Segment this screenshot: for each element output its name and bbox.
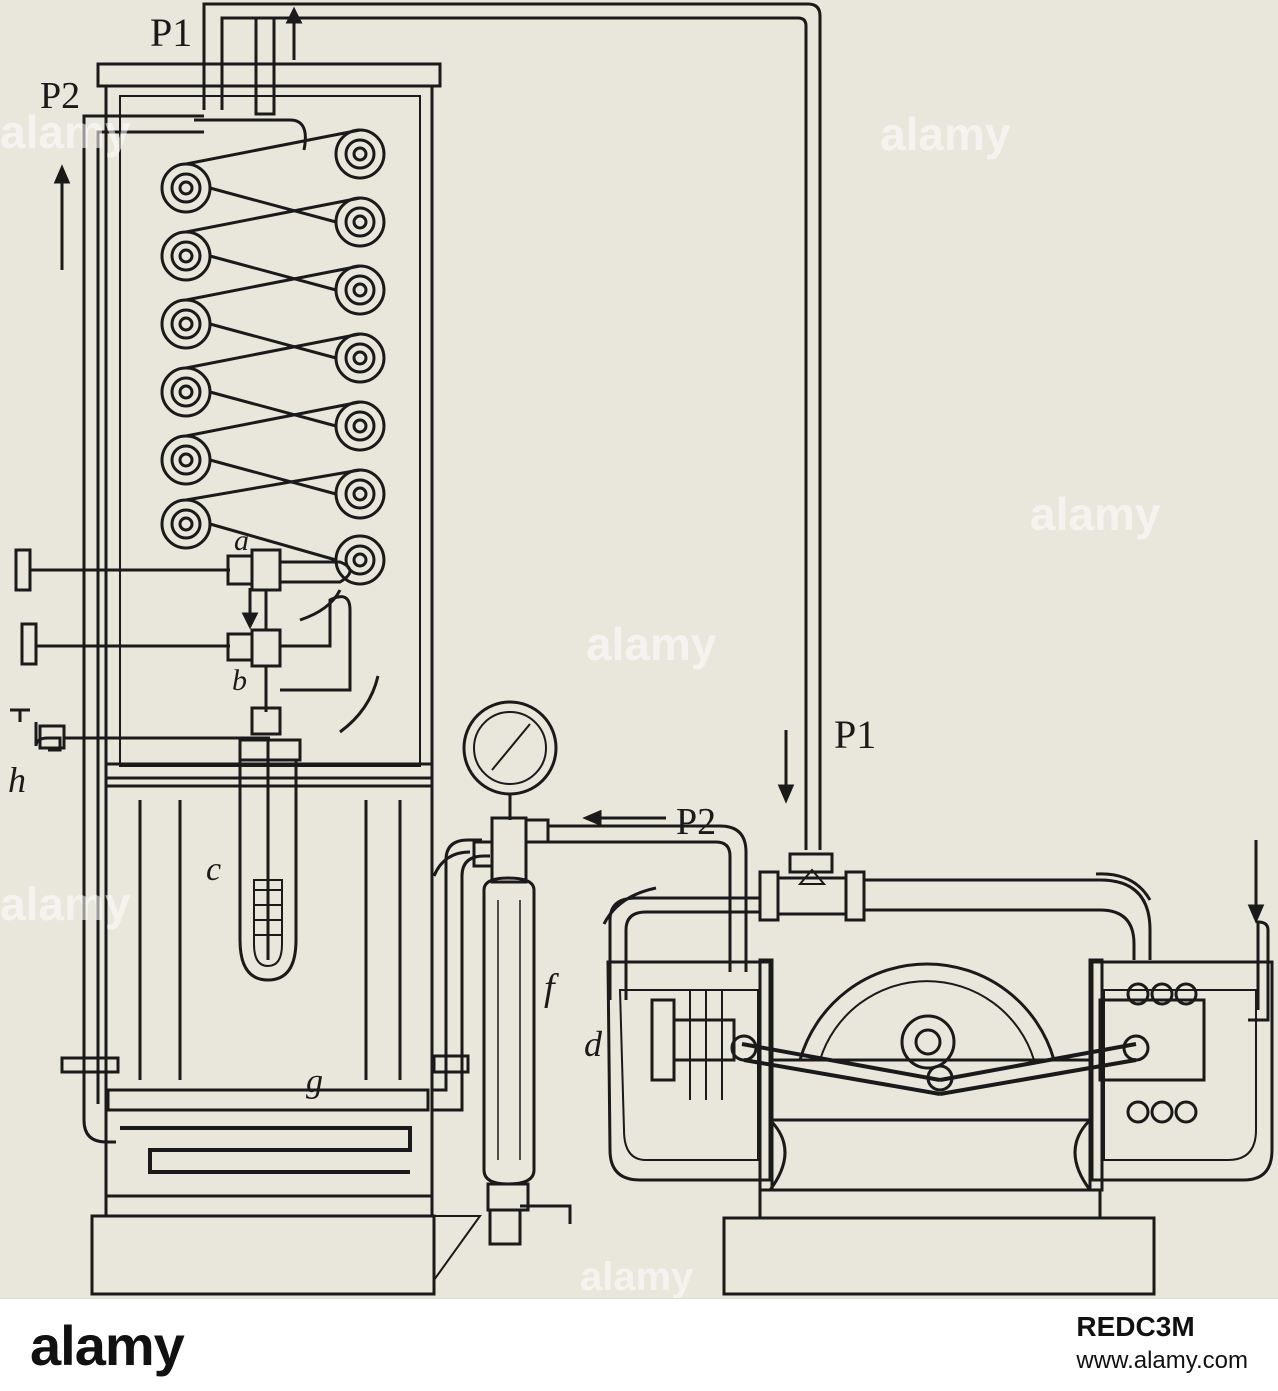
cylinder-d bbox=[606, 958, 774, 1192]
label-b: b bbox=[232, 664, 247, 697]
evaporator-coil bbox=[160, 128, 386, 586]
watermark: alamy bbox=[580, 1255, 694, 1298]
label-p1-top: P1 bbox=[150, 10, 192, 55]
cylinder-right bbox=[1088, 920, 1274, 1192]
label-p2-top: P2 bbox=[40, 75, 80, 117]
watermark: alamy bbox=[1030, 488, 1161, 540]
tap-h[interactable] bbox=[10, 708, 270, 752]
tank-lid bbox=[96, 62, 442, 88]
pipe-p1 bbox=[202, 2, 822, 850]
label-p2-mid: P2 bbox=[676, 801, 716, 843]
diagram-svg: P1 P2 P1 P2 a b c d f g h alamy alamy al… bbox=[0, 2, 1274, 1298]
watermark: alamy bbox=[0, 106, 131, 158]
pipe-p2 bbox=[82, 114, 204, 1120]
label-g: g bbox=[306, 1063, 323, 1100]
label-d: d bbox=[584, 1024, 603, 1064]
image-id: REDC3M bbox=[1076, 1311, 1195, 1342]
site-url[interactable]: www.alamy.com bbox=[1076, 1347, 1248, 1374]
flywheel bbox=[798, 962, 1056, 1061]
watermark: alamy bbox=[0, 878, 131, 930]
pump-base bbox=[722, 1216, 1156, 1296]
separator-f bbox=[482, 876, 572, 1246]
label-c: c bbox=[206, 851, 221, 888]
valve-b[interactable] bbox=[20, 595, 352, 692]
watermark: alamy bbox=[586, 618, 717, 670]
tank-base bbox=[90, 1214, 436, 1296]
refrigeration-machine-diagram: P1 P2 P1 P2 a b c d f g h alamy alamy al… bbox=[0, 0, 1278, 1298]
watermark: alamy bbox=[880, 108, 1011, 160]
label-p1-right: P1 bbox=[834, 712, 876, 757]
label-f: f bbox=[544, 967, 559, 1009]
image-reference: REDC3M www.alamy.com bbox=[1076, 1309, 1248, 1377]
pressure-gauge bbox=[462, 700, 558, 820]
vessel-c bbox=[238, 740, 298, 982]
alamy-logo[interactable]: alamy bbox=[30, 1314, 185, 1377]
label-h: h bbox=[8, 760, 26, 800]
valve-a[interactable] bbox=[14, 548, 352, 592]
stock-footer: alamy REDC3M www.alamy.com bbox=[0, 1298, 1278, 1391]
label-a: a bbox=[234, 524, 249, 557]
